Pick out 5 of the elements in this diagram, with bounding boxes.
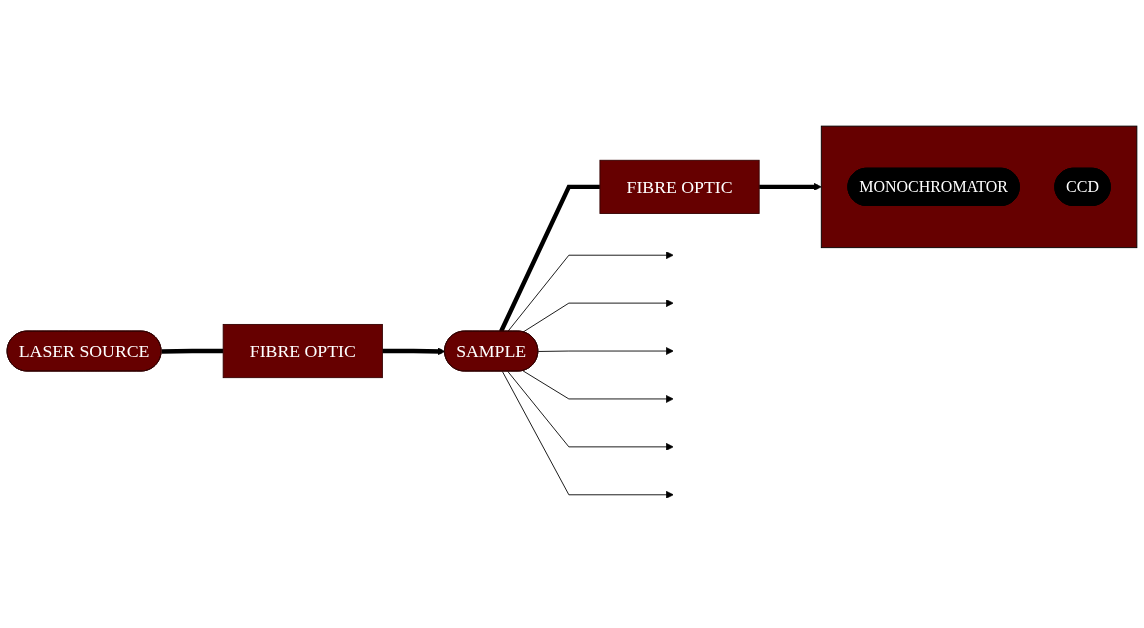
cluster <box>820 126 1138 249</box>
node-box: FIBRE OPTIC <box>222 324 383 379</box>
node-box: FIBRE OPTIC <box>599 160 760 215</box>
arrow <box>759 183 822 192</box>
arrow <box>382 347 446 356</box>
